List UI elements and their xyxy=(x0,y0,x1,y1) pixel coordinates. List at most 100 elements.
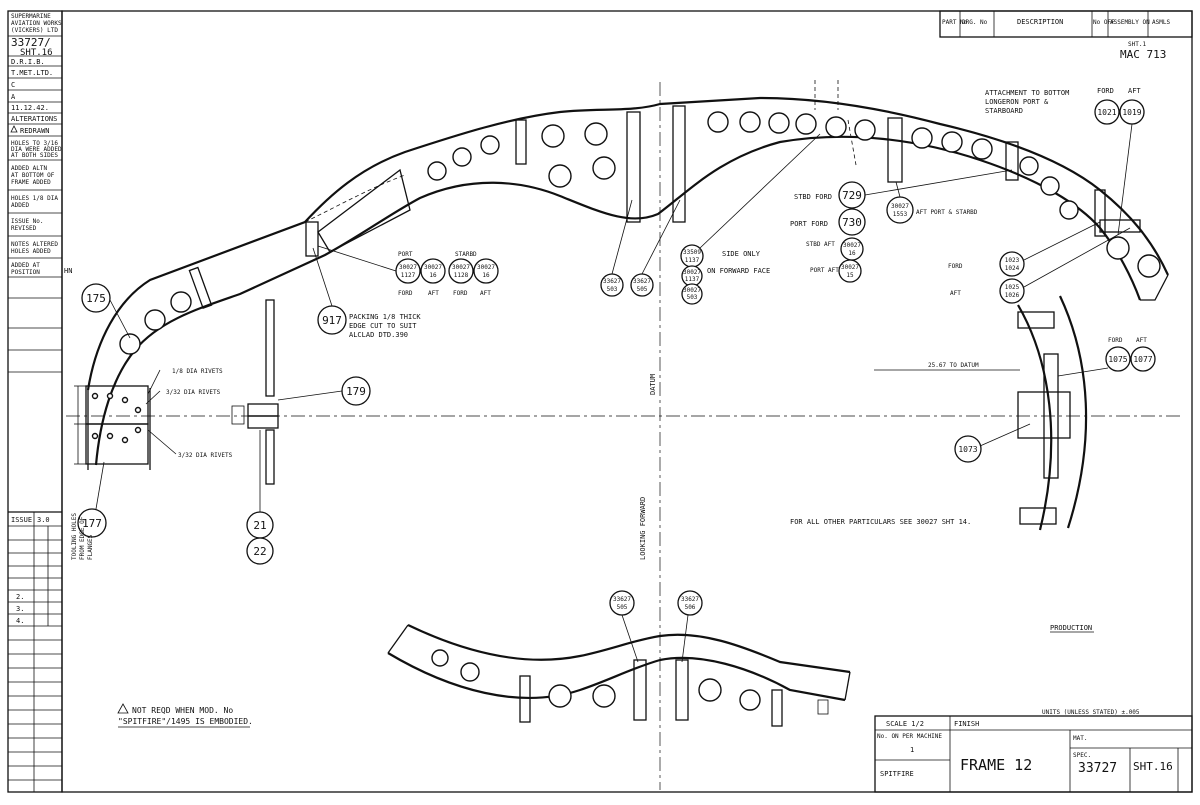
issue-mark-1: 2. xyxy=(16,593,24,601)
svg-text:DATUM: DATUM xyxy=(649,374,657,395)
svg-text:1021: 1021 xyxy=(1097,108,1116,117)
fwd-label-1023: FORD xyxy=(948,263,963,270)
revision-triangle-icon xyxy=(10,125,18,133)
fwd-label-stbd: FORD xyxy=(453,290,468,297)
tooling-holes-note: TOOLING HOLES FROM EDGE OF FLANGES xyxy=(71,513,94,560)
svg-text:21: 21 xyxy=(253,519,266,532)
fwd-label-1021: FORD xyxy=(1097,87,1114,95)
drawing-title: FRAME 12 xyxy=(960,756,1032,774)
svg-text:FLANGES: FLANGES xyxy=(87,534,94,560)
svg-text:1128: 1128 xyxy=(454,272,469,279)
svg-text:177: 177 xyxy=(82,517,102,530)
header-asmls: ASMLS xyxy=(1152,19,1170,26)
svg-text:33627: 33627 xyxy=(633,278,651,285)
issue-mark-3: 4. xyxy=(16,617,24,625)
mod-note-2: "SPITFIRE"/1495 IS EMBODIED. xyxy=(118,717,253,726)
no-per-machine-label: No. ON PER MACHINE xyxy=(877,733,942,740)
balloon-30027-16-a: 30027 16 xyxy=(420,258,446,284)
balloon-1025-1026: 1025 1026 xyxy=(999,278,1025,304)
lightening-holes xyxy=(119,111,1161,355)
aft-label-1019: AFT xyxy=(1128,87,1141,95)
svg-text:REVISED: REVISED xyxy=(11,225,37,232)
margin-row-5: 11.12.42. xyxy=(11,104,49,112)
margin-row-1: D.R.I.B. xyxy=(11,58,45,66)
svg-text:16: 16 xyxy=(848,250,856,257)
svg-text:505: 505 xyxy=(617,604,628,611)
svg-text:1137: 1137 xyxy=(685,276,700,283)
rivet-note-2: 3/32 DIA RIVETS xyxy=(166,389,221,396)
svg-text:503: 503 xyxy=(687,294,698,301)
port-label: PORT xyxy=(398,251,413,258)
aft-label-port: AFT xyxy=(428,290,439,297)
scale-label: SCALE 1/2 xyxy=(886,720,924,728)
svg-text:175: 175 xyxy=(86,292,106,305)
svg-text:30027: 30027 xyxy=(843,242,861,249)
top-sheet-label: SHT.1 xyxy=(1128,41,1146,48)
balloon-30027-1553: 30027 1553 xyxy=(886,196,914,224)
left-margin-table xyxy=(7,10,63,793)
svg-text:DIA WERE ADDED: DIA WERE ADDED xyxy=(11,146,62,153)
svg-text:1073: 1073 xyxy=(958,445,977,454)
fwd-label-1075: FORD xyxy=(1108,337,1123,344)
sheet-number: SHT.16 xyxy=(1133,760,1173,773)
svg-text:LOOKING FORWARD: LOOKING FORWARD xyxy=(639,497,647,560)
finish-label: FINISH xyxy=(954,720,979,728)
svg-text:NOTES ALTERED: NOTES ALTERED xyxy=(11,241,58,248)
assembly-reference: MAC 713 xyxy=(1120,48,1166,61)
header-part-no: PART No xyxy=(942,19,968,26)
balloon-33627-503-top: 33627 503 xyxy=(600,273,624,297)
port-aft-label: PORT AFT xyxy=(810,267,839,274)
balloon-1075: 1075 xyxy=(1105,346,1131,372)
svg-text:HOLES ADDED: HOLES ADDED xyxy=(11,248,51,255)
svg-text:30027: 30027 xyxy=(424,264,442,271)
balloon-1073: 1073 xyxy=(954,435,982,463)
balloon-30027-16-c: 30027 16 xyxy=(840,237,864,261)
svg-text:FROM EDGE OF: FROM EDGE OF xyxy=(79,516,86,560)
svg-text:AT BOTTOM OF: AT BOTTOM OF xyxy=(11,172,55,179)
frame-main-outline xyxy=(86,96,1170,470)
units-note: UNITS (UNLESS STATED) ±.005 xyxy=(1042,709,1140,716)
attachment-note-3: STARBOARD xyxy=(985,107,1023,115)
fwd-label-port: FORD xyxy=(398,290,413,297)
svg-text:33627: 33627 xyxy=(681,596,699,603)
margin-row-2: T.MET.LTD. xyxy=(11,69,53,77)
production-label: PRODUCTION xyxy=(1050,624,1092,632)
aft-label-1025: AFT xyxy=(950,290,961,297)
mod-note-1: NOT REQD WHEN MOD. No xyxy=(132,706,233,715)
alteration-notes: HOLES TO 3/16 DIA WERE ADDED AT BOTH SID… xyxy=(11,140,62,276)
balloon-917: 917 xyxy=(317,305,347,335)
svg-text:ISSUE No.: ISSUE No. xyxy=(11,218,44,225)
svg-text:1137: 1137 xyxy=(685,257,700,264)
balloon-730: 730 xyxy=(838,208,866,236)
svg-text:506: 506 xyxy=(685,604,696,611)
svg-text:30027: 30027 xyxy=(683,269,701,276)
forward-face-note-1: SIDE ONLY xyxy=(722,250,761,258)
svg-text:AVIATION WORKS: AVIATION WORKS xyxy=(11,20,62,27)
svg-text:ADDED AT: ADDED AT xyxy=(11,262,40,269)
svg-text:HOLES TO 3/16: HOLES TO 3/16 xyxy=(11,140,58,147)
aft-port-stbd-label: AFT PORT & STARBD xyxy=(916,209,978,216)
svg-text:1127: 1127 xyxy=(401,272,416,279)
margin-row-6: ALTERATIONS xyxy=(11,115,57,123)
maker-name: SUPERMARINE AVIATION WORKS (VICKERS) LTD xyxy=(11,13,62,34)
balloon-177: 177 xyxy=(77,508,107,538)
svg-text:SUPERMARINE: SUPERMARINE xyxy=(11,13,51,20)
header-drg-no: DRG. No xyxy=(962,19,988,26)
svg-text:503: 503 xyxy=(607,286,618,293)
svg-text:POSITION: POSITION xyxy=(11,269,40,276)
balloon-33509-1137: 33509 1137 xyxy=(680,244,704,268)
header-description: DESCRIPTION xyxy=(1017,18,1063,26)
matl-label: MAT. xyxy=(1073,735,1087,742)
svg-text:729: 729 xyxy=(842,189,862,202)
balloon-33627-505-bottom: 33627 505 xyxy=(609,590,635,616)
machine-name: SPITFIRE xyxy=(880,770,914,778)
other-particulars-note: FOR ALL OTHER PARTICULARS SEE 30027 SHT … xyxy=(790,518,971,526)
svg-text:30027: 30027 xyxy=(399,264,417,271)
balloon-30027-1137: 30027 1137 xyxy=(681,265,703,287)
balloon-33627-505-top: 33627 505 xyxy=(630,273,654,297)
note-triangle-icon xyxy=(117,703,129,714)
svg-text:1024: 1024 xyxy=(1005,265,1020,272)
balloon-1023-1024: 1023 1024 xyxy=(999,251,1025,277)
svg-text:1026: 1026 xyxy=(1005,292,1020,299)
